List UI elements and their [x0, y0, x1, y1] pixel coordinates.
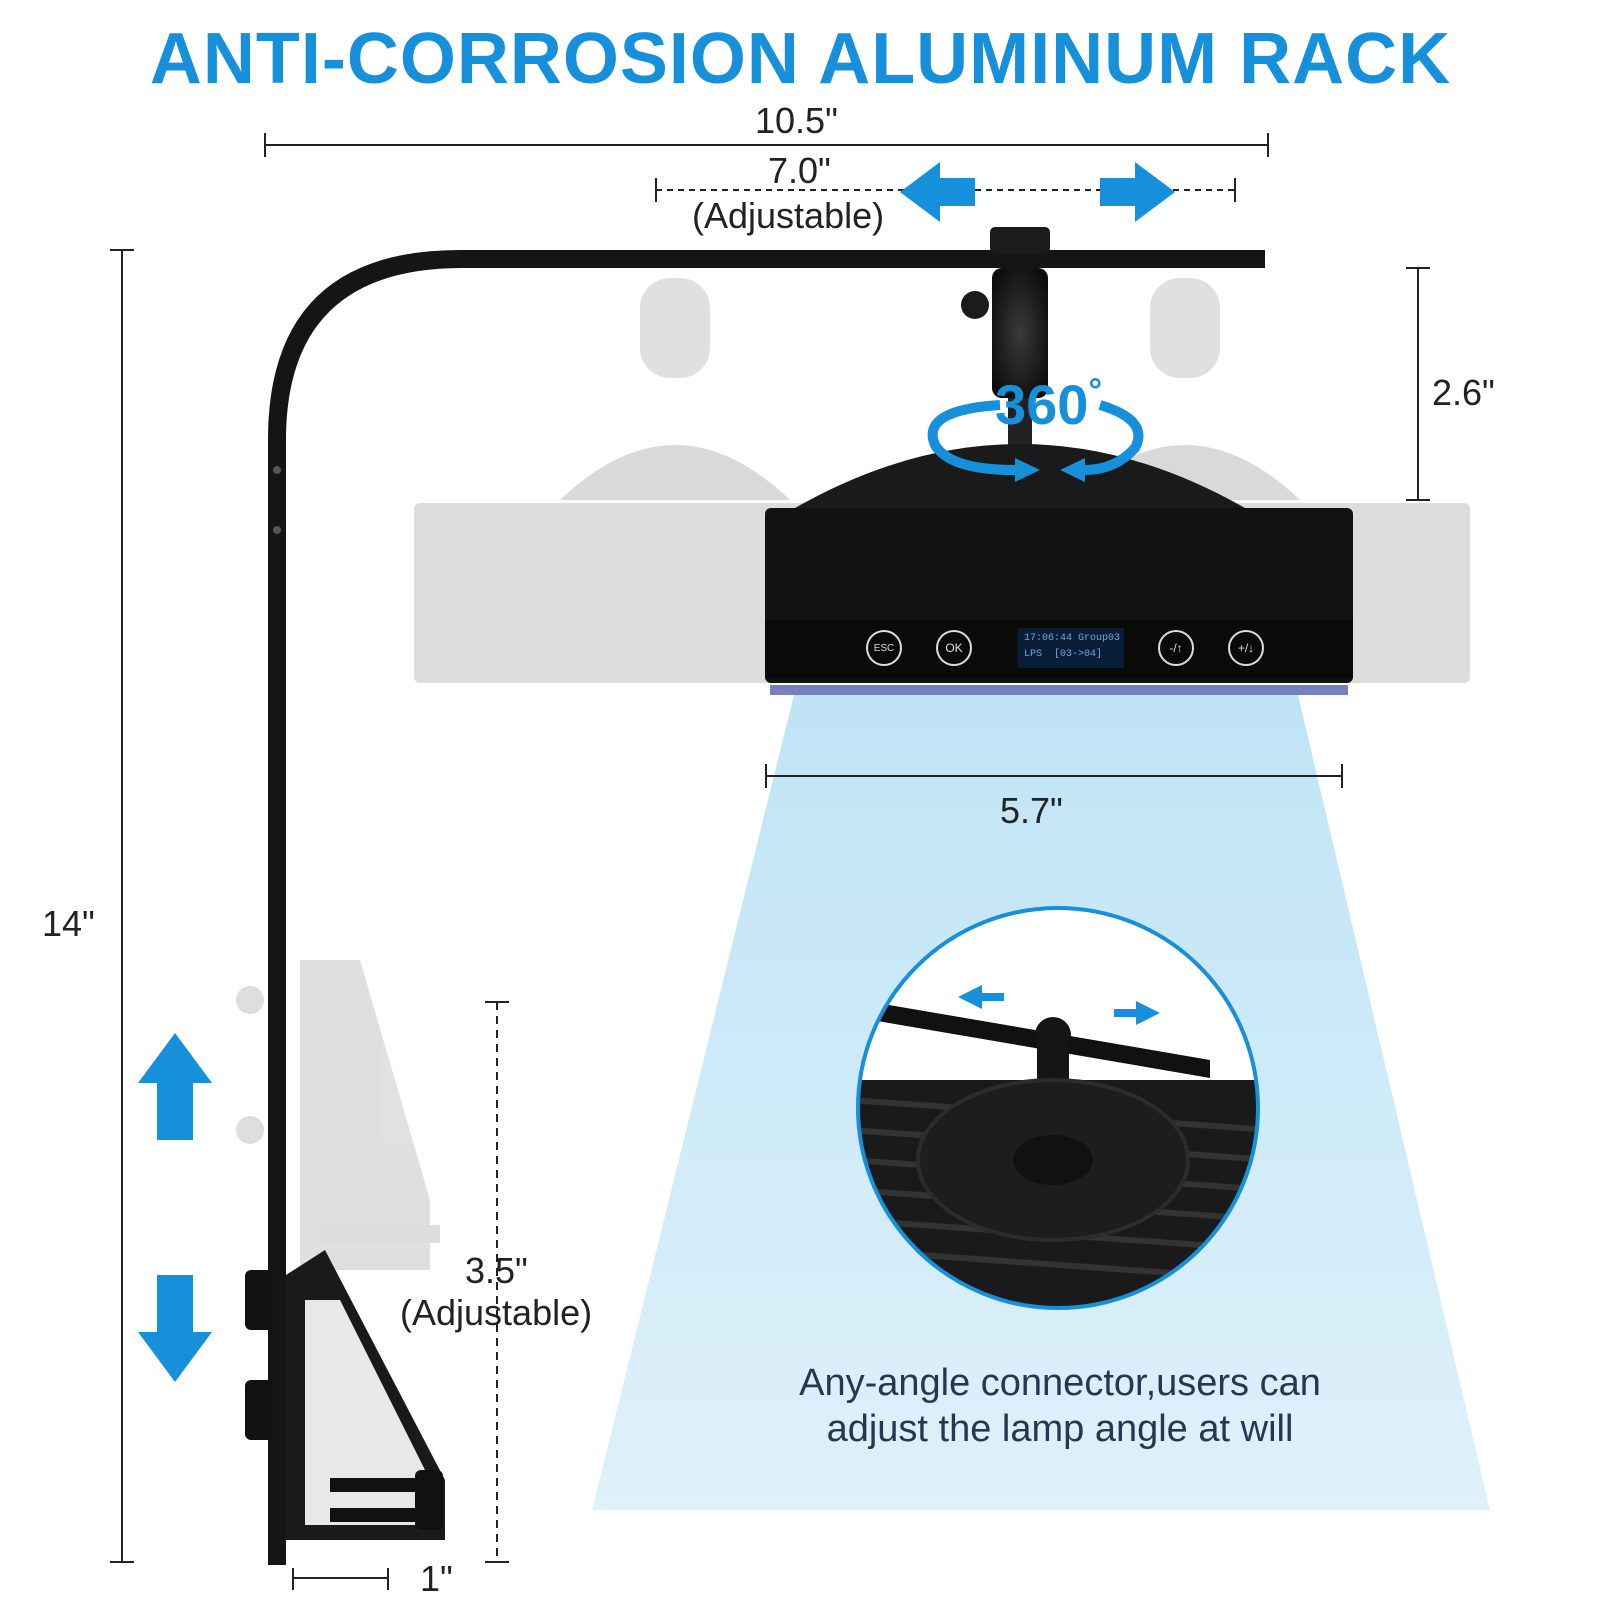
esc-label: ESC — [873, 642, 895, 654]
tank-clamp — [245, 1250, 445, 1540]
dim-width-adjustable-note: (Adjustable) — [692, 195, 885, 236]
ok-label: OK — [945, 641, 963, 655]
arrow-left-icon — [900, 162, 975, 222]
down-label: +/↓ — [1237, 641, 1255, 655]
down-button[interactable]: +/↓ — [1228, 630, 1264, 666]
up-label: -/↑ — [1169, 641, 1183, 655]
rotation-unit: ° — [1088, 372, 1103, 410]
dim-lamp-width: 5.7" — [1000, 790, 1063, 831]
rotate-360-icon — [927, 400, 1144, 482]
dim-height-total: 14" — [42, 903, 95, 944]
caption: Any-angle connector,users can adjust the… — [700, 1360, 1420, 1452]
arrow-down-icon — [138, 1275, 212, 1382]
dim-width-total: 10.5" — [755, 100, 838, 141]
dim-mount-height: 2.6" — [1432, 372, 1495, 413]
caption-line-1: Any-angle connector,users can — [799, 1362, 1321, 1404]
lamp-display: 17:06:44 Group03 LPS [03->04] — [1018, 628, 1124, 668]
ok-button[interactable]: OK — [936, 630, 972, 666]
dim-width-adjustable: 7.0" — [768, 150, 831, 191]
page-title: ANTI-CORROSION ALUMINUM RACK — [149, 19, 1452, 99]
dim-clamp-width: 1" — [420, 1558, 453, 1599]
arrow-up-icon — [138, 1033, 212, 1140]
rotation-label: 360° — [995, 372, 1102, 437]
dim-clamp-range-note: (Adjustable) — [400, 1292, 593, 1333]
dim-clamp-range: 3.5" — [465, 1250, 528, 1291]
caption-line-2: adjust the lamp angle at will — [826, 1408, 1294, 1450]
up-button[interactable]: -/↑ — [1158, 630, 1194, 666]
ghost-clamp — [236, 960, 440, 1270]
esc-button[interactable]: ESC — [866, 630, 902, 666]
rotation-value: 360 — [995, 373, 1089, 436]
arrow-right-icon — [1100, 162, 1175, 222]
